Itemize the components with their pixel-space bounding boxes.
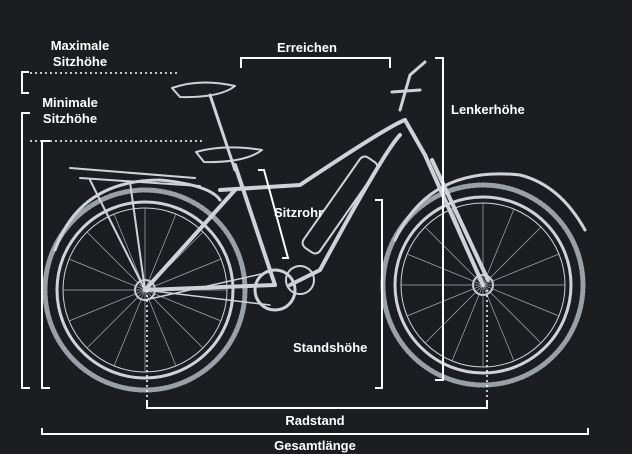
rear-rack	[69, 167, 201, 291]
reach-bracket	[240, 57, 391, 68]
min-seat-height-label: Minimale Sitzhöhe	[30, 95, 110, 127]
seat-tube-bracket	[258, 169, 290, 259]
standover-height-label: Standshöhe	[293, 340, 368, 355]
fork	[403, 118, 490, 287]
total-length-bracket	[41, 428, 589, 435]
min-seat-height-line-1: Minimale	[42, 95, 98, 110]
max-seat-height-line-2: Sitzhöhe	[52, 54, 108, 69]
seat-post	[171, 81, 263, 172]
min-seat-height-bracket	[21, 112, 30, 389]
max-seat-height-line-1: Maximale	[50, 38, 110, 53]
max-seat-height-label: Maximale Sitzhöhe	[40, 38, 120, 70]
wheelbase-label: Radstand	[285, 413, 345, 428]
standover-height-bracket	[375, 199, 383, 389]
guide-lines	[30, 72, 488, 400]
max-seat-height-bracket	[21, 71, 29, 94]
wheelbase-bracket	[146, 400, 488, 409]
seat-tube-label: Sitzrohr	[274, 205, 324, 220]
handlebar	[390, 60, 427, 112]
handlebar-height-label: Lenkerhöhe	[451, 102, 525, 117]
min-seat-height-line-2: Sitzhöhe	[42, 111, 98, 126]
handlebar-height-bracket	[435, 57, 444, 381]
reach-label: Erreichen	[277, 40, 337, 55]
total-length-label: Gesamtlänge	[274, 438, 356, 453]
chainring	[253, 268, 297, 312]
